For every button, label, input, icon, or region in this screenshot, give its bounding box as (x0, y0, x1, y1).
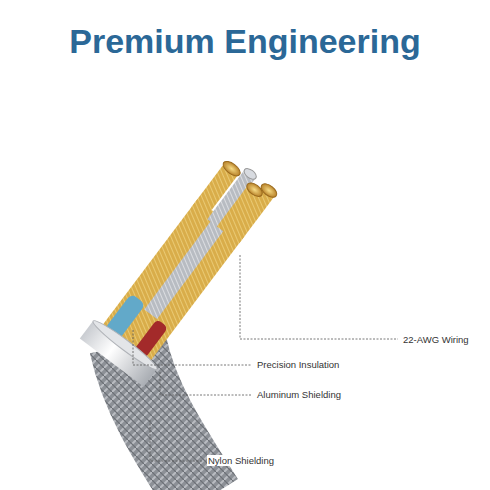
part-label: Aluminum Shielding (256, 389, 342, 400)
page-title: Premium Engineering (0, 22, 490, 61)
part-label: Nylon Shielding (207, 455, 275, 466)
part-label: 22-AWG Wiring (402, 334, 470, 345)
part-label: Precision Insulation (256, 359, 340, 370)
